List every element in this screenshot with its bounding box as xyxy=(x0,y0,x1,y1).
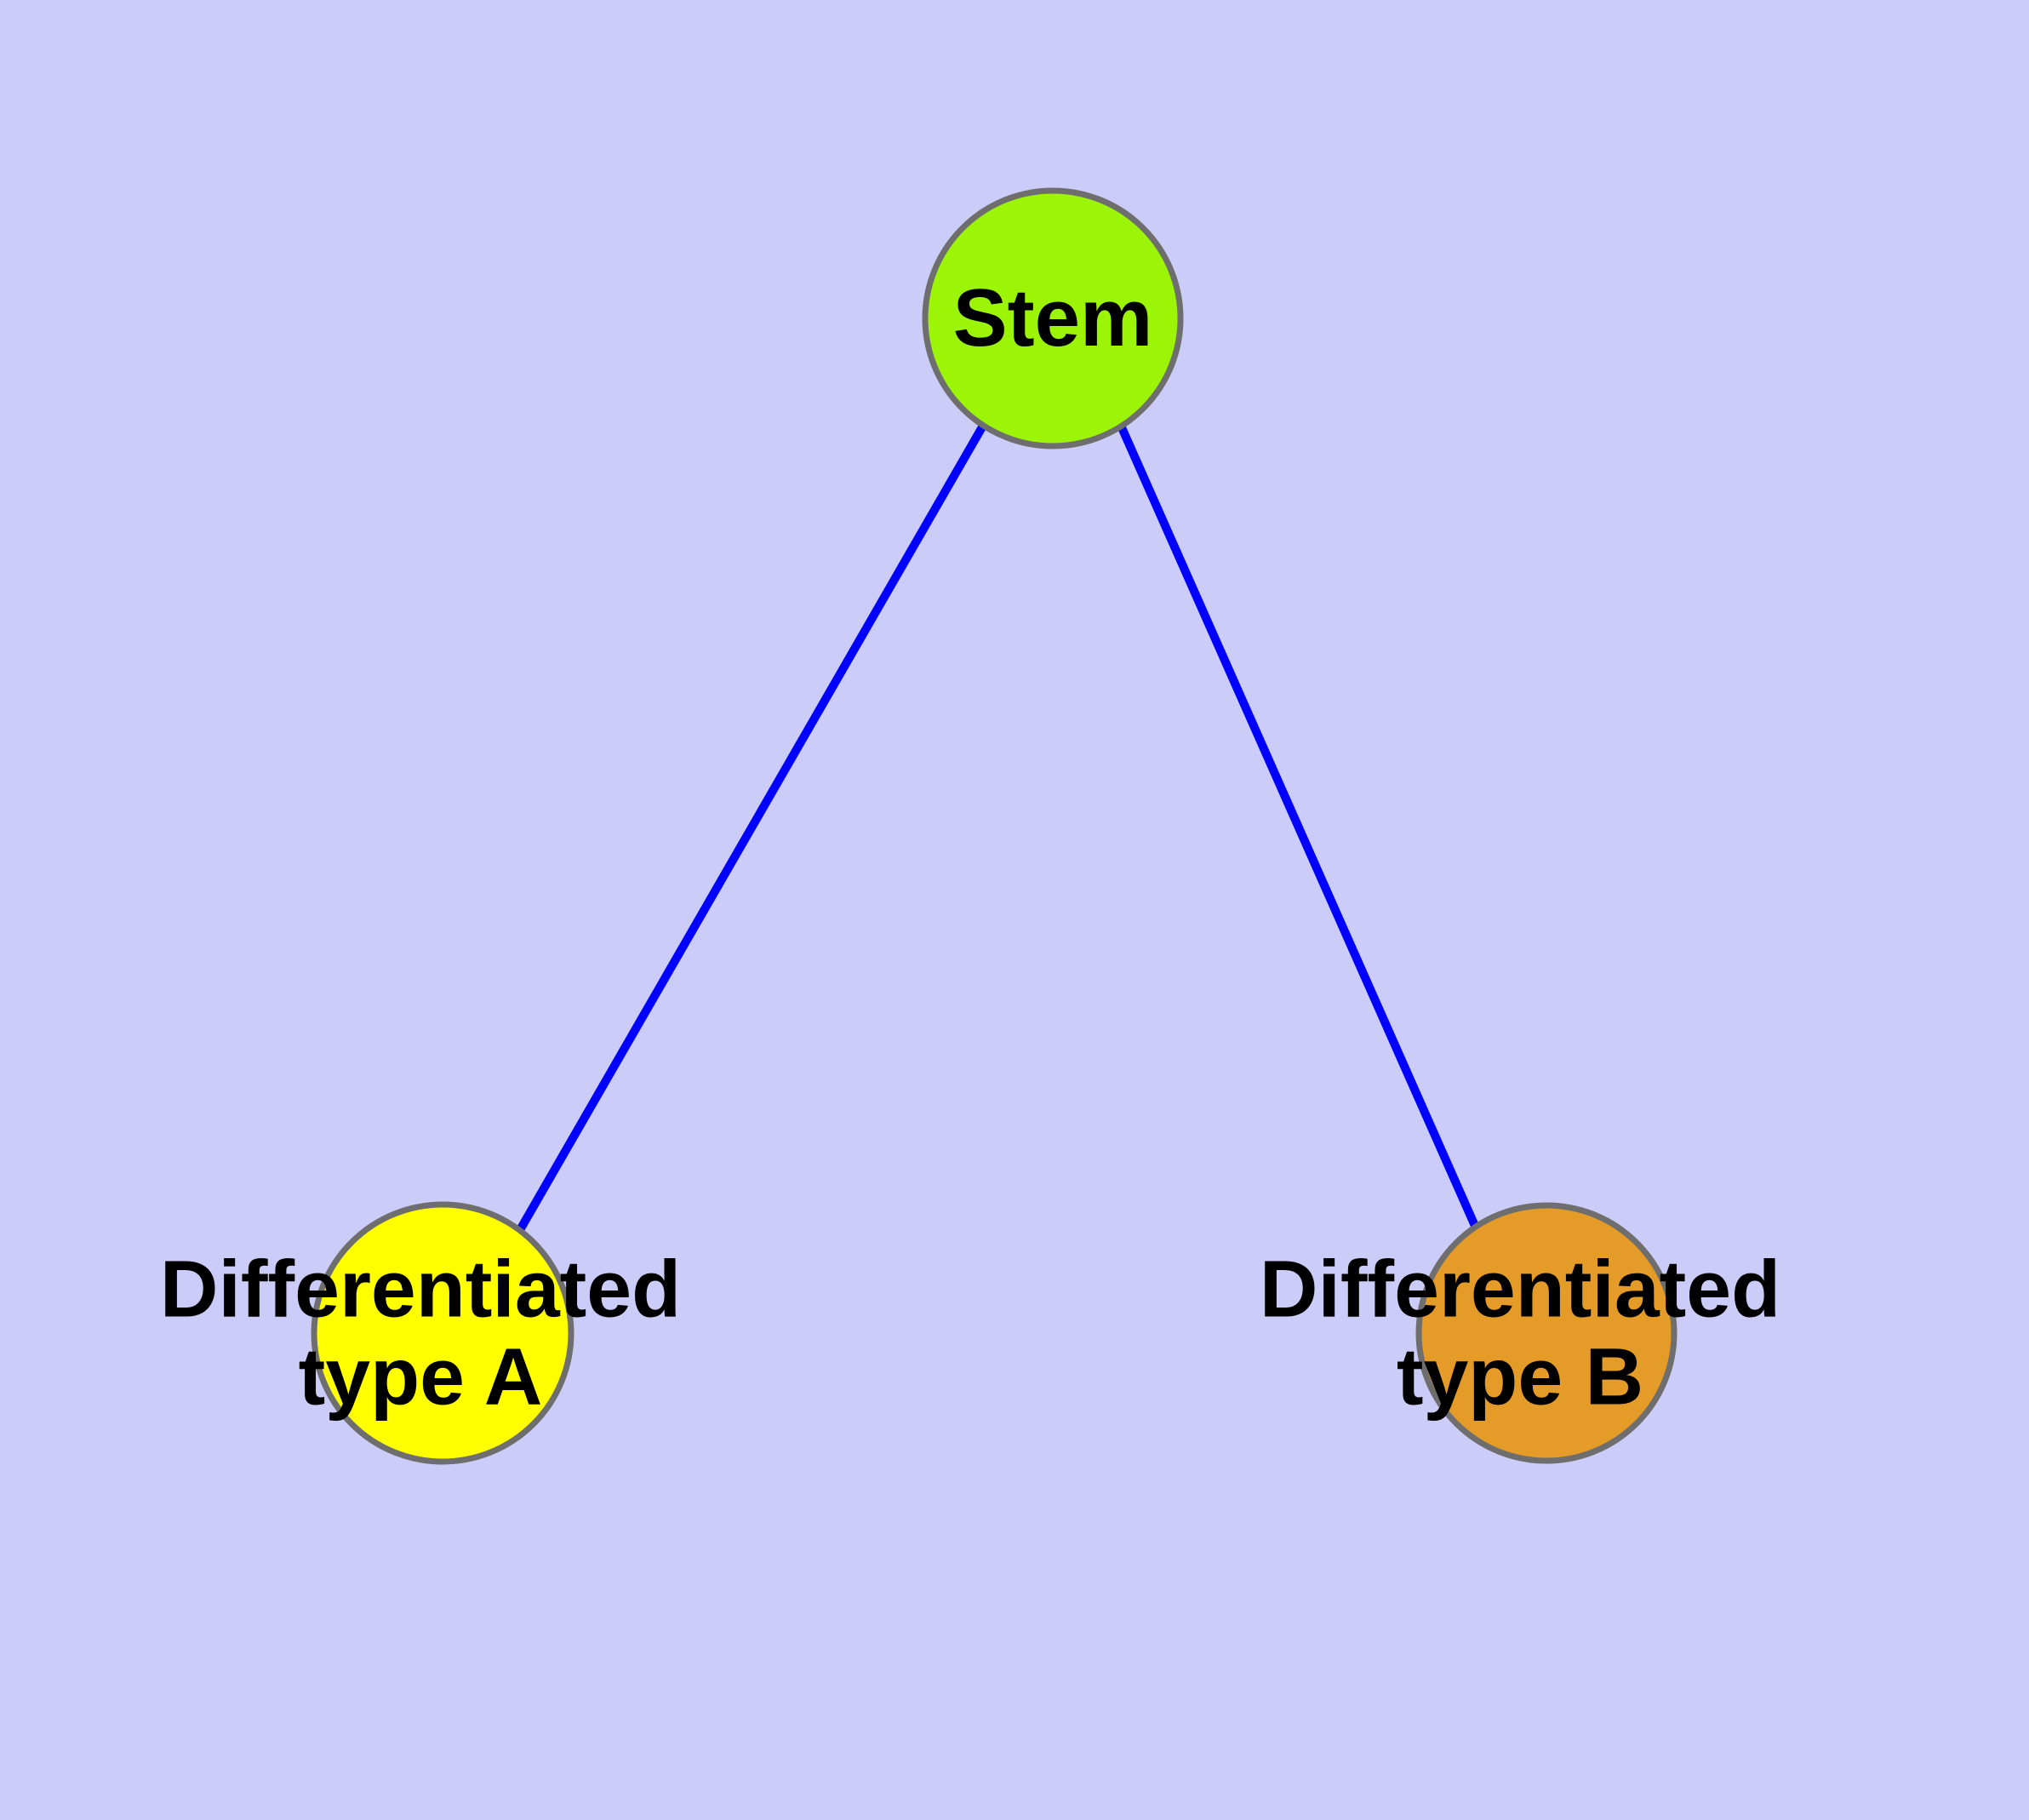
graph-node-diff-a[interactable] xyxy=(311,1201,574,1465)
nodes-layer xyxy=(311,187,1677,1465)
graph-node-diff-b[interactable] xyxy=(1415,1202,1677,1464)
graph-node-stem[interactable] xyxy=(922,187,1184,449)
edges-layer xyxy=(517,423,1479,1231)
graph-edge-stem-to-b[interactable] xyxy=(1117,423,1479,1228)
graph-edge-stem-to-a[interactable] xyxy=(517,423,987,1231)
